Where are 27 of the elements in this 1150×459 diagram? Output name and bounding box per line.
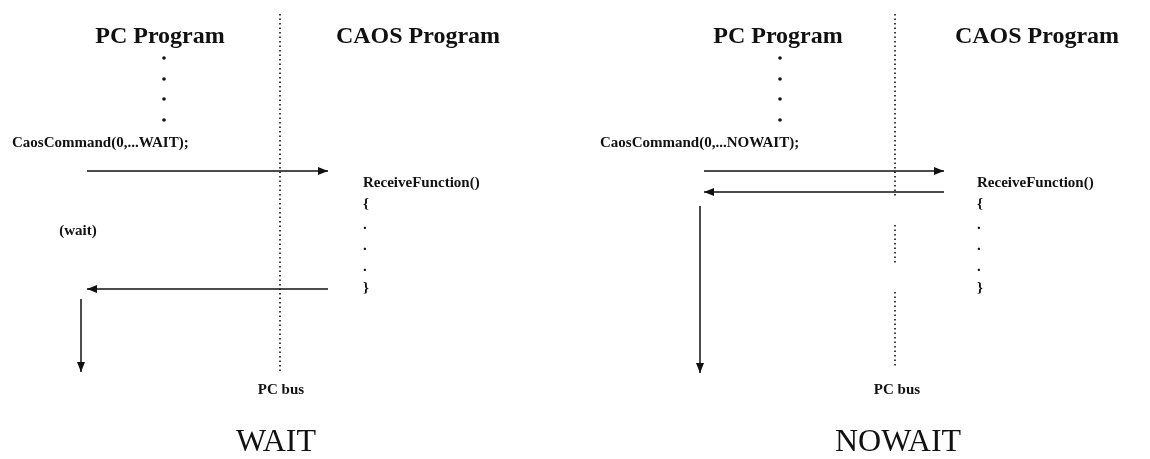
code-statement: CaosCommand(0,...NOWAIT); — [600, 132, 800, 153]
code-line: { — [977, 194, 983, 213]
code-line: . — [977, 257, 981, 276]
heading: CAOS Program — [954, 22, 1120, 49]
bus-label: PC bus — [257, 381, 305, 398]
mode-title: WAIT — [236, 422, 316, 459]
arrow — [703, 188, 945, 196]
code-line: . — [363, 215, 367, 234]
code-line: . — [363, 257, 367, 276]
arrow — [86, 285, 329, 293]
code-line: . — [977, 215, 981, 234]
code-line: { — [363, 194, 369, 213]
arrow — [703, 167, 945, 175]
mode-title: NOWAIT — [834, 422, 962, 459]
code-line: ReceiveFunction() — [977, 173, 1094, 192]
arrow — [86, 167, 329, 175]
heading: PC Program — [95, 22, 225, 49]
heading: CAOS Program — [335, 22, 501, 49]
code-line: } — [363, 278, 369, 297]
bus-label: PC bus — [873, 381, 921, 398]
heading: PC Program — [713, 22, 843, 49]
code-line: ReceiveFunction() — [363, 173, 480, 192]
code-line: . — [363, 236, 367, 255]
code-line: } — [977, 278, 983, 297]
code-line: . — [977, 236, 981, 255]
state-text: (wait) — [59, 222, 97, 239]
code-statement: CaosCommand(0,...WAIT); — [12, 132, 189, 153]
